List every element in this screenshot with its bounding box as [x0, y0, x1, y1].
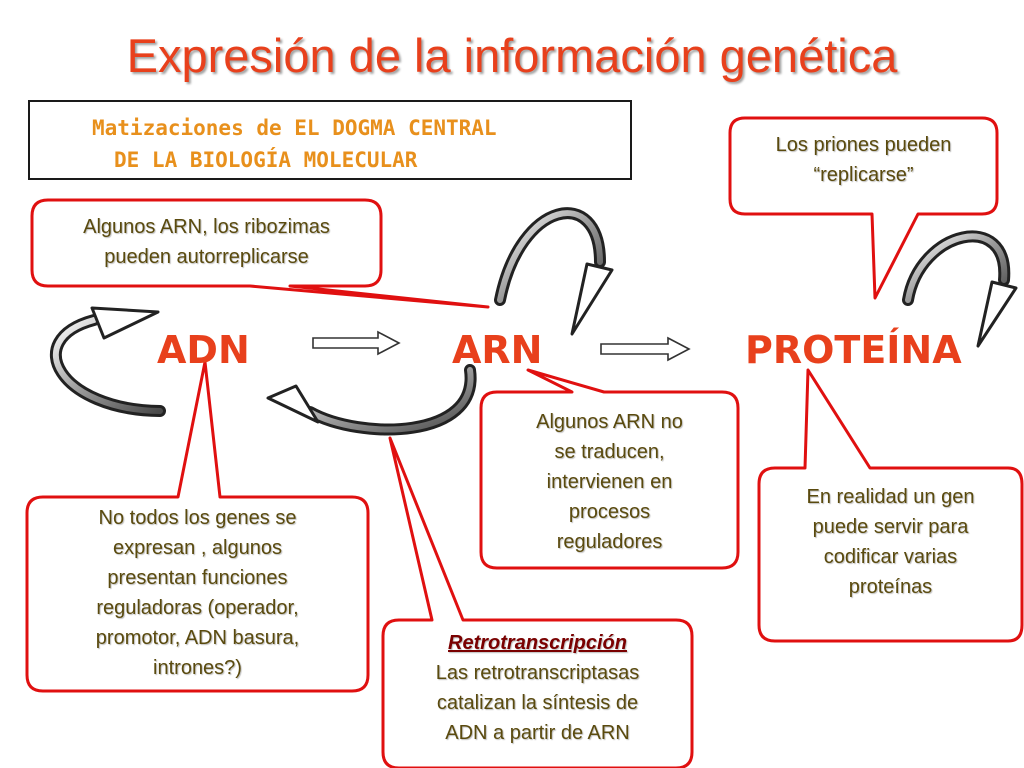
callout-retro-line-3: ADN a partir de ARN	[445, 722, 630, 744]
subtitle-line-2: DE LA BIOLOGÍA MOLECULAR	[114, 148, 418, 172]
callout-gen-varias-line-3: codificar varias	[823, 546, 958, 568]
retrotranscription-arrow	[266, 364, 477, 436]
callout-retro: Retrotranscripción Las retrotranscriptas…	[383, 628, 692, 748]
arrow-arn-to-proteina	[600, 336, 691, 362]
callout-gen-varias-line-1: En realidad un gen	[806, 486, 975, 508]
adn-replication-arrow	[49, 306, 166, 417]
callout-retro-line-1: Las retrotranscriptasas	[435, 662, 640, 684]
callout-ribozimas-bubble	[30, 198, 490, 309]
callout-arn-no-traducen-bubble	[479, 368, 740, 570]
arrow-adn-to-arn	[312, 330, 401, 356]
callout-genes-line-2: expresan , algunos	[112, 537, 282, 559]
callout-arn-line-5: reguladores	[556, 531, 663, 553]
callout-gen-varias-line-2: puede servir para	[812, 516, 969, 538]
callout-arn-line-2: se traducen,	[554, 441, 665, 463]
callout-ribozimas-line-2: pueden autorreplicarse	[104, 246, 309, 268]
callout-genes-bubble	[25, 360, 370, 693]
callout-arn-line-1: Algunos ARN no	[536, 411, 683, 433]
callout-genes-line-3: presentan funciones	[107, 567, 288, 589]
arn-replication-arrow	[494, 207, 614, 336]
callout-priones-line-1: Los priones pueden	[775, 134, 952, 156]
callout-genes-line-1: No todos los genes se	[98, 507, 297, 529]
callout-priones-line-2: “replicarse”	[813, 164, 914, 186]
page-title: Expresión de la información genética	[126, 29, 898, 82]
callout-genes-line-6: intrones?)	[153, 657, 242, 679]
callout-gen-varias: En realidad un gen puede servir para cod…	[759, 482, 1022, 602]
callout-ribozimas-line-1: Algunos ARN, los ribozimas	[83, 216, 330, 238]
callout-priones-bubble	[728, 116, 999, 300]
callout-gen-varias-line-4: proteínas	[848, 576, 933, 598]
callout-genes-line-4: reguladoras (operador,	[96, 597, 299, 619]
callout-arn-no-traducen: Algunos ARN no se traducen, intervienen …	[481, 407, 738, 557]
callout-genes-line-5: promotor, ADN basura,	[95, 627, 300, 649]
proteina-replication-arrow	[902, 230, 1018, 348]
node-arn: ARN	[452, 328, 543, 372]
callout-retro-line-2: catalizan la síntesis de	[436, 692, 639, 714]
callout-gen-varias-bubble	[757, 368, 1024, 643]
callout-arn-line-3: intervienen en	[546, 471, 673, 493]
callout-arn-line-4: procesos	[568, 501, 651, 523]
callout-ribozimas: Algunos ARN, los ribozimas pueden autorr…	[32, 212, 381, 272]
node-adn: ADN	[157, 328, 250, 372]
subtitle-line-1: Matizaciones de EL DOGMA CENTRAL	[92, 116, 497, 140]
callout-retro-heading: Retrotranscripción	[448, 632, 627, 654]
callout-priones: Los priones pueden “replicarse”	[730, 130, 997, 190]
node-proteina: PROTEÍNA	[745, 328, 962, 372]
callout-genes: No todos los genes se expresan , algunos…	[27, 503, 368, 683]
subtitle-box: Matizaciones de EL DOGMA CENTRAL DE LA B…	[28, 100, 632, 180]
